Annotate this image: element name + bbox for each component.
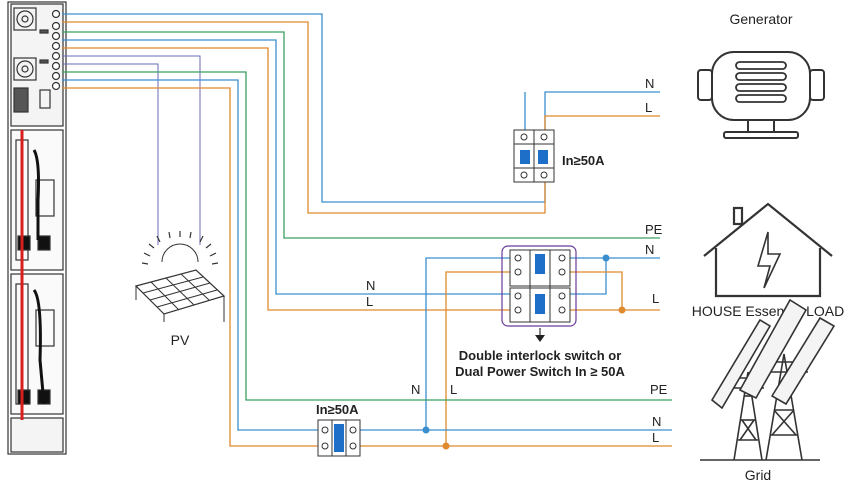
house-load-label: HOUSE Essential LOAD [692,303,845,319]
switch-note-line1: Double interlock switch or [459,348,622,363]
switch-line-wire [62,47,514,311]
generator-breaker-rating: In≥50A [562,153,605,168]
grid-n-vertical-label: N [411,382,420,397]
switch-neutral-wire [62,39,514,295]
junction-dots [422,254,626,450]
generator-label: Generator [729,11,792,27]
gen-n-label: N [645,76,654,91]
grid-pe-wire [62,71,672,401]
grid-neutral-wire [62,79,672,431]
pylon-icon [700,298,836,461]
switch-note-line2: Dual Power Switch In ≥ 50A [455,364,625,379]
load-pe-wire [62,31,660,239]
grid-pe-label: PE [650,382,668,397]
grid-breaker [317,419,361,457]
grid-line-wire [62,87,672,447]
load-n-label: N [645,242,654,257]
generator-line-wire [62,21,660,214]
switch-l-label: L [366,294,373,309]
generator-neutral-wire [62,13,660,203]
battery-cable-black [32,149,46,405]
grid-label: Grid [745,467,771,483]
switch-grid-neutral [425,257,660,430]
grid-breaker-rating: In≥50A [316,402,359,417]
switch-grid-line [445,271,660,446]
generator-icon [697,51,825,139]
gen-l-label: L [645,100,652,115]
switch-n-label: N [366,278,375,293]
interlock-switch [501,245,577,342]
load-l-label: L [652,291,659,306]
pv-wires [62,55,201,245]
pv-label: PV [171,332,190,348]
load-pe-label: PE [645,222,663,237]
house-lightning-icon [703,202,833,298]
solar-panel-icon [134,231,226,322]
grid-n-label: N [652,414,661,429]
generator-breaker [513,129,555,183]
grid-l-vertical-label: L [450,382,457,397]
grid-l-label: L [652,430,659,445]
